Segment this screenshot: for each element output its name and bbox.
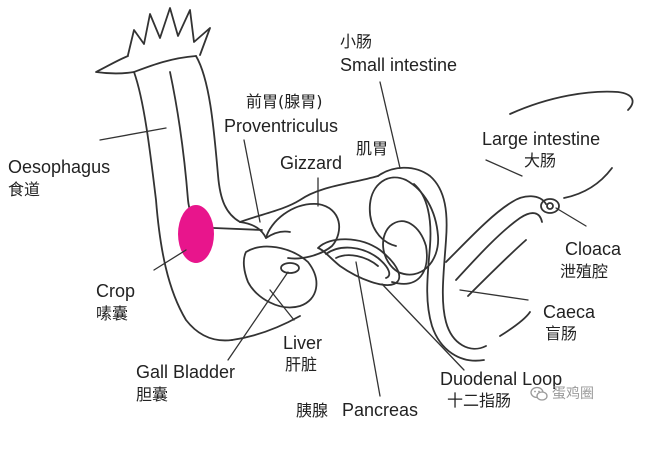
small-intestine [368,176,439,285]
oesophagus-label: Oesophagus [8,157,111,177]
duodenal-loop [317,238,401,286]
head-outline [95,55,197,75]
caeca-label: Caeca [543,302,596,322]
leader-oesophagus [99,127,167,141]
large-intestine-label: Large intestine [482,129,601,149]
duodenal-loop-label-zh: 十二指肠 [447,391,512,410]
leader-proventriculus [243,139,261,223]
leader-gall-bladder [227,271,289,361]
leader-small-intestine [379,81,401,169]
cloaca-vent [546,202,554,210]
comb [127,7,211,56]
small-intestine-label: Small intestine [340,55,458,75]
caeca-shape-2 [455,212,543,281]
cloaca-label-zh: 泄殖腔 [560,262,609,281]
leader-crop [153,249,187,271]
leader-cloaca [555,207,587,227]
leader-pancreas [355,261,381,397]
gizzard-label: Gizzard [280,153,343,173]
large-intestine-label-zh: 大肠 [524,151,557,170]
proventriculus-label-zh: 前胃(腺胃) [246,92,323,111]
leader-duodenal-loop [381,283,465,371]
small-intestine-3 [413,183,485,362]
small-intestine-label-zh: 小肠 [340,32,373,51]
duodenal-loop-label: Duodenal Loop [440,369,563,389]
gizzard-shape [265,203,340,260]
cloaca-label: Cloaca [565,239,622,259]
crop-shape [178,205,214,263]
pancreas-label-zh: 胰腺 [296,401,329,420]
watermark-text: 蛋鸡圈 [552,386,594,402]
body-outline [239,175,379,223]
watermark: 蛋鸡圈 [530,386,594,402]
oesophagus-label-zh: 食道 [8,180,41,199]
liver-label: Liver [283,333,323,353]
rear-outline [499,311,531,337]
neck-back [195,55,241,223]
liver-shape [242,245,318,309]
small-intestine-2 [377,166,487,350]
leader-liver [269,289,295,321]
gizzard-label-zh: 肌胃 [356,139,389,158]
proventriculus-label: Proventriculus [224,116,339,136]
crop-label-zh: 嗉囊 [96,304,129,323]
large-intestine-shape [509,90,634,115]
pancreas-label: Pancreas [342,400,419,420]
liver-label-zh: 肝脏 [285,355,318,374]
gall-bladder-label: Gall Bladder [136,362,236,382]
crop-label: Crop [96,281,136,301]
gall-bladder-label-zh: 胆囊 [136,385,169,404]
duodenal-loop-inner [325,246,391,279]
caeca-shape-3 [467,239,527,297]
leader-caeca [459,289,529,301]
large-intestine-end [563,167,613,199]
belly-outline [231,315,301,341]
wechat-icon [530,386,548,401]
neck-front [133,71,233,342]
gall-bladder-shape [280,262,300,274]
caeca-label-zh: 盲肠 [545,324,578,343]
leader-large-intestine [485,159,523,177]
pancreas-shape [335,254,379,267]
cloaca-shape [540,198,560,214]
caeca-shape [445,195,547,263]
